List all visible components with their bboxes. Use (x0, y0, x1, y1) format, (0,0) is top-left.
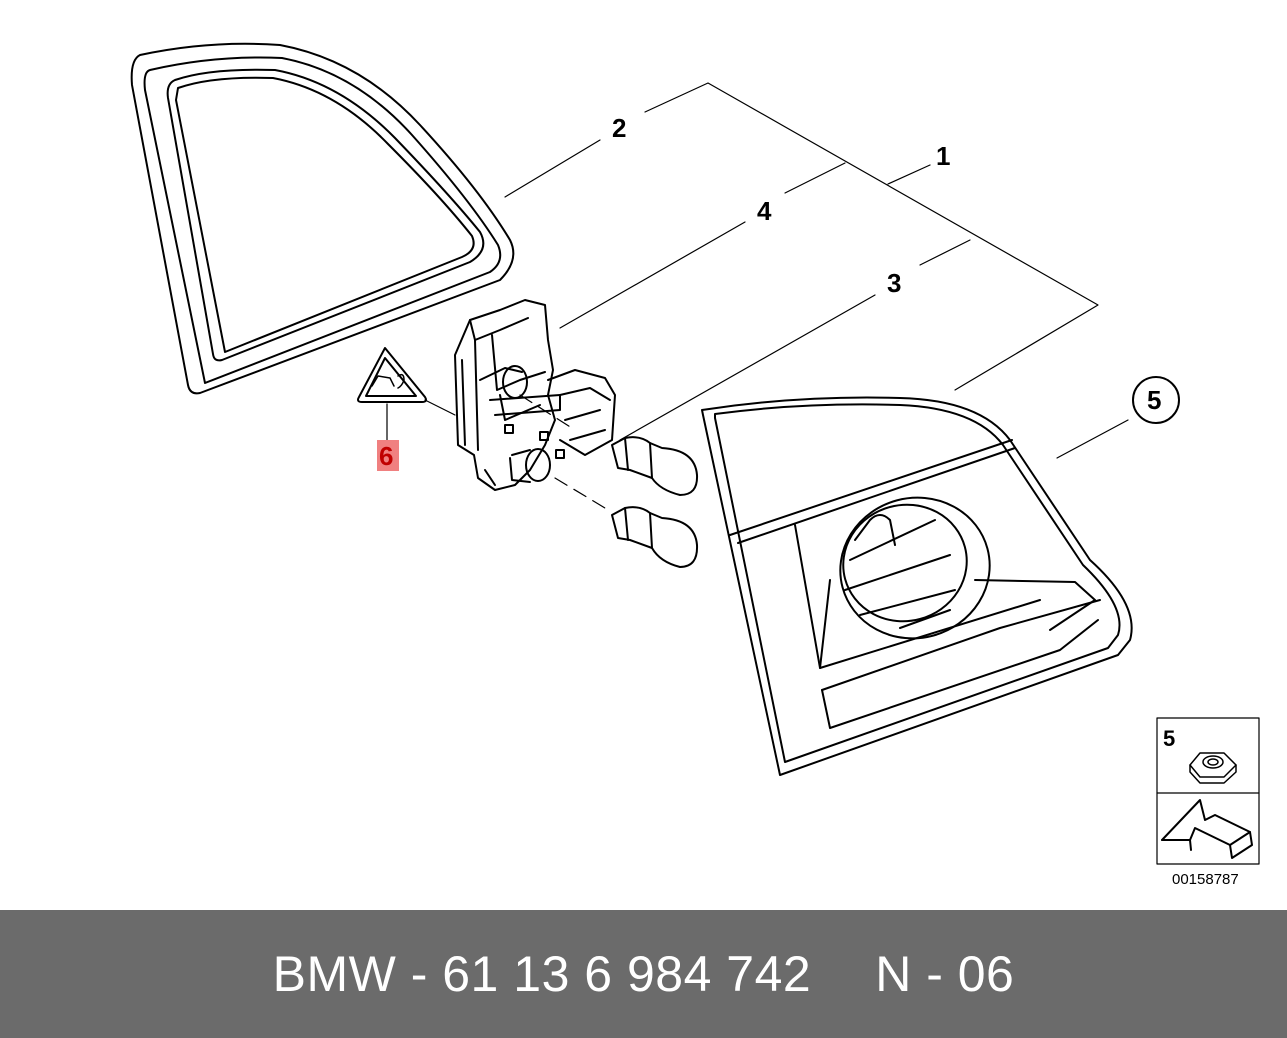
legend-box (1156, 717, 1260, 865)
callout-2: 2 (612, 113, 626, 143)
legend-item-number: 5 (1163, 726, 1175, 751)
diagram-id: 00158787 (1172, 871, 1239, 888)
callout-6-highlight (377, 440, 399, 471)
callout-5: 5 (1147, 385, 1161, 415)
footer-bar: BMW - 61 13 6 984 742 N - 06 (0, 910, 1287, 1038)
callout-1: 1 (936, 141, 950, 171)
group-code: N - 06 (875, 946, 1015, 1002)
callout-4: 4 (757, 196, 772, 226)
part-2-gasket (130, 42, 515, 395)
part-4-bulb-holder (454, 299, 616, 491)
part-3-bulbs (611, 436, 699, 568)
part-1-rear-lamp (701, 396, 1133, 776)
part-number: BMW - 61 13 6 984 742 (272, 946, 812, 1002)
nut-icon (1189, 752, 1237, 784)
parts-diagram: 2 1 4 3 5 6 5 00158787 (130, 42, 1260, 888)
arrow-icon (1161, 799, 1253, 859)
callout-3: 3 (887, 268, 901, 298)
callout-6: 6 (379, 441, 393, 471)
leader-lines (386, 82, 1129, 509)
callout-5-circle (1132, 376, 1180, 424)
part-6-warning-label (357, 347, 427, 403)
